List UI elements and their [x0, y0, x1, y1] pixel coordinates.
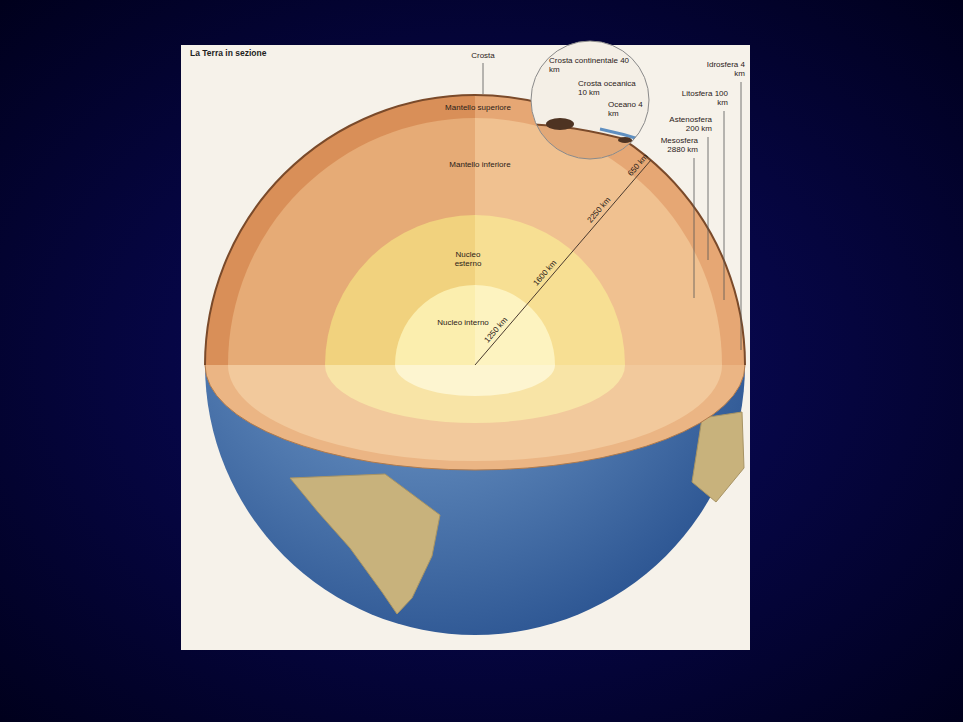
- africa: [692, 412, 744, 502]
- leader-line: [708, 137, 709, 260]
- inset-outline: [531, 41, 649, 159]
- layer-label: Litosfera 100 km: [678, 89, 728, 107]
- layer-label: Idrosfera 4 km: [695, 60, 745, 78]
- layer-label: Astenosfera 200 km: [660, 115, 712, 133]
- upper-mantle: [205, 95, 475, 365]
- inset-label: Crosta continentale 40 km: [549, 56, 635, 74]
- dimension-label: 1600 km: [531, 259, 558, 288]
- layer-label: Crosta: [463, 51, 503, 60]
- image-panel: [181, 45, 750, 650]
- figure-title: La Terra in sezione: [190, 48, 266, 58]
- upper-mantle: [475, 95, 745, 365]
- lower-mantle: [475, 118, 722, 365]
- layer-label: Nucleo interno: [428, 318, 498, 327]
- crust-line: [205, 95, 745, 365]
- globe: [205, 95, 745, 635]
- dimension-label: 2250 km: [585, 196, 612, 225]
- dimension-label: 650 km: [626, 152, 650, 178]
- leader-line: [724, 111, 725, 300]
- south-america: [290, 474, 440, 614]
- crust-inset: [525, 41, 660, 170]
- continental-crust: [546, 118, 574, 130]
- lower-mantle: [228, 118, 475, 365]
- inset-label: Crosta oceanica 10 km: [578, 79, 644, 97]
- leader-line: [694, 158, 695, 298]
- inset-crust: [525, 124, 660, 150]
- floor-crust: [205, 365, 745, 470]
- oceanic-crust: [618, 137, 632, 143]
- leader-line: [741, 82, 742, 350]
- floor-edge: [205, 365, 745, 470]
- floor-inner-core: [395, 365, 555, 396]
- radius-line: [475, 160, 651, 365]
- floor-lower-mantle: [228, 365, 722, 461]
- floor-outer-core: [325, 365, 625, 423]
- layer-label: Nucleo esterno: [446, 250, 490, 268]
- layer-label: Mesosfera 2880 km: [648, 136, 698, 154]
- leader-line: [483, 63, 484, 94]
- inset-label: Oceano 4 km: [608, 100, 644, 118]
- outer-core: [475, 215, 625, 365]
- layer-label: Mantello superiore: [433, 103, 523, 112]
- layer-label: Mantello inferiore: [435, 160, 525, 169]
- outer-core: [325, 215, 475, 365]
